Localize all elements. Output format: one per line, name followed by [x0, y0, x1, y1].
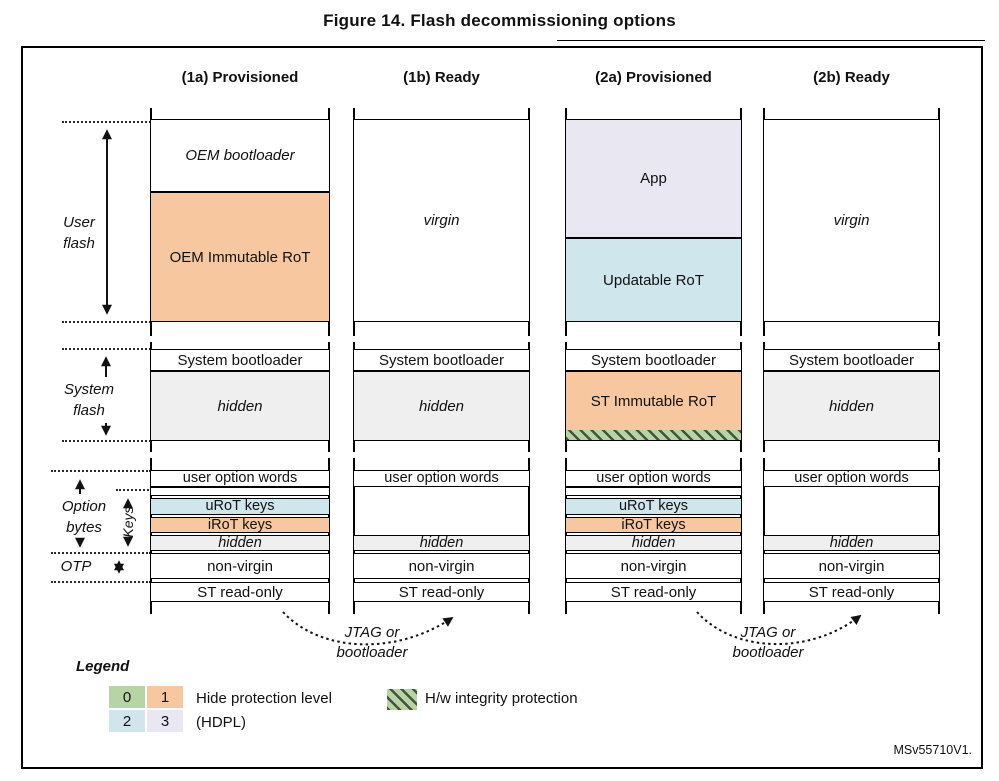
- block-non-virgin: non-virgin: [763, 553, 940, 579]
- dotted-line-system-flash-top: [62, 348, 151, 350]
- dotted-line-otp-top: [51, 552, 151, 554]
- otp-label: OTP: [60, 558, 92, 575]
- column-1a-system-flash-group: System bootloader hidden: [150, 342, 330, 452]
- figure-watermark: MSv55710V1.: [893, 743, 972, 757]
- block-keys-gap: [150, 487, 330, 496]
- block-system-bootloader: System bootloader: [565, 349, 742, 371]
- block-user-option-words: user option words: [565, 470, 742, 487]
- dotted-line-option-bytes-top: [51, 470, 151, 472]
- block-hidden: hidden: [150, 371, 330, 441]
- legend-hdpl-3: 3: [147, 710, 183, 732]
- keys-label: Keys: [120, 506, 136, 538]
- block-updatable-rot: Updatable RoT: [565, 238, 742, 322]
- user-flash-label: User flash: [63, 214, 95, 252]
- jtag-label-left: JTAG or bootloader: [336, 624, 408, 662]
- column-1a-option-bytes-group: user option words uRoT keys iRoT keys hi…: [150, 458, 330, 614]
- column-1b: (1b) Ready virgin System bootloader hidd…: [353, 0, 530, 781]
- block-oem-immutable-rot: OEM Immutable RoT: [150, 192, 330, 322]
- figure-frame: [21, 46, 983, 769]
- block-hidden: hidden: [353, 371, 530, 441]
- legend-hdpl-1: 1: [147, 686, 183, 708]
- column-1b-user-flash-group: virgin: [353, 108, 530, 336]
- dotted-line-keys-top: [116, 489, 152, 491]
- block-hidden-options: hidden: [565, 535, 742, 551]
- dotted-line-user-flash-top: [62, 121, 151, 123]
- option-bytes-label: Option bytes: [61, 498, 107, 536]
- column-2b-system-flash-group: System bootloader hidden: [763, 342, 940, 452]
- system-flash-label: System flash: [63, 381, 114, 419]
- block-st-immutable-rot: ST Immutable RoT: [565, 371, 742, 441]
- block-non-virgin: non-virgin: [150, 553, 330, 579]
- block-irot-keys: iRoT keys: [150, 517, 330, 533]
- legend-hatch-label: H/w integrity protection: [425, 690, 578, 707]
- hw-integrity-stripe: [566, 430, 741, 440]
- block-virgin: virgin: [763, 119, 940, 322]
- column-2a: (2a) Provisioned App Updatable RoT Syste…: [565, 0, 742, 781]
- block-hidden-options: hidden: [353, 535, 530, 551]
- legend-hdpl-2: 2: [109, 710, 145, 732]
- block-st-read-only: ST read-only: [763, 582, 940, 602]
- block-user-option-words: user option words: [763, 470, 940, 487]
- column-2a-header: (2a) Provisioned: [595, 69, 712, 86]
- column-2b-option-bytes-group: user option words hidden non-virgin ST r…: [763, 458, 940, 614]
- block-irot-keys: iRoT keys: [565, 517, 742, 533]
- block-keys-gap: [565, 487, 742, 496]
- dotted-line-otp-bottom: [51, 581, 151, 583]
- jtag-label-right: JTAG or bootloader: [732, 624, 804, 662]
- block-non-virgin: non-virgin: [565, 553, 742, 579]
- block-urot-keys: uRoT keys: [150, 498, 330, 515]
- column-1b-system-flash-group: System bootloader hidden: [353, 342, 530, 452]
- column-1b-option-bytes-group: user option words hidden non-virgin ST r…: [353, 458, 530, 614]
- column-2b: (2b) Ready virgin System bootloader hidd…: [763, 0, 940, 781]
- column-2a-system-flash-group: System bootloader ST Immutable RoT: [565, 342, 742, 452]
- block-hidden: hidden: [763, 371, 940, 441]
- column-1b-header: (1b) Ready: [403, 69, 480, 86]
- block-st-read-only: ST read-only: [353, 582, 530, 602]
- column-1a-user-flash-group: OEM bootloader OEM Immutable RoT: [150, 108, 330, 336]
- block-hidden-options: hidden: [763, 535, 940, 551]
- legend-hdpl-0: 0: [109, 686, 145, 708]
- block-system-bootloader: System bootloader: [353, 349, 530, 371]
- title-rule: [557, 40, 985, 41]
- column-2b-user-flash-group: virgin: [763, 108, 940, 336]
- dotted-line-system-flash-bottom: [62, 440, 151, 442]
- block-urot-keys: uRoT keys: [565, 498, 742, 515]
- column-2a-option-bytes-group: user option words uRoT keys iRoT keys hi…: [565, 458, 742, 614]
- st-immutable-rot-label: ST Immutable RoT: [590, 392, 717, 410]
- column-1a: (1a) Provisioned OEM bootloader OEM Immu…: [150, 0, 330, 781]
- block-system-bootloader: System bootloader: [763, 349, 940, 371]
- legend-hatch-swatch: [387, 689, 417, 710]
- legend-heading: Legend: [76, 658, 130, 675]
- block-st-read-only: ST read-only: [150, 582, 330, 602]
- block-user-option-words: user option words: [353, 470, 530, 487]
- column-2b-header: (2b) Ready: [813, 69, 890, 86]
- block-st-read-only: ST read-only: [565, 582, 742, 602]
- column-2a-user-flash-group: App Updatable RoT: [565, 108, 742, 336]
- legend-hdpl-label: Hide protection level (HDPL): [196, 690, 332, 731]
- block-user-option-words: user option words: [150, 470, 330, 487]
- block-non-virgin: non-virgin: [353, 553, 530, 579]
- block-virgin: virgin: [353, 119, 530, 322]
- figure-title: Figure 14. Flash decommissioning options: [323, 11, 676, 30]
- block-oem-bootloader: OEM bootloader: [150, 119, 330, 192]
- column-1a-header: (1a) Provisioned: [181, 69, 299, 86]
- dotted-line-user-flash-bottom: [62, 321, 151, 323]
- block-system-bootloader: System bootloader: [150, 349, 330, 371]
- block-app: App: [565, 119, 742, 238]
- block-hidden-options: hidden: [150, 535, 330, 551]
